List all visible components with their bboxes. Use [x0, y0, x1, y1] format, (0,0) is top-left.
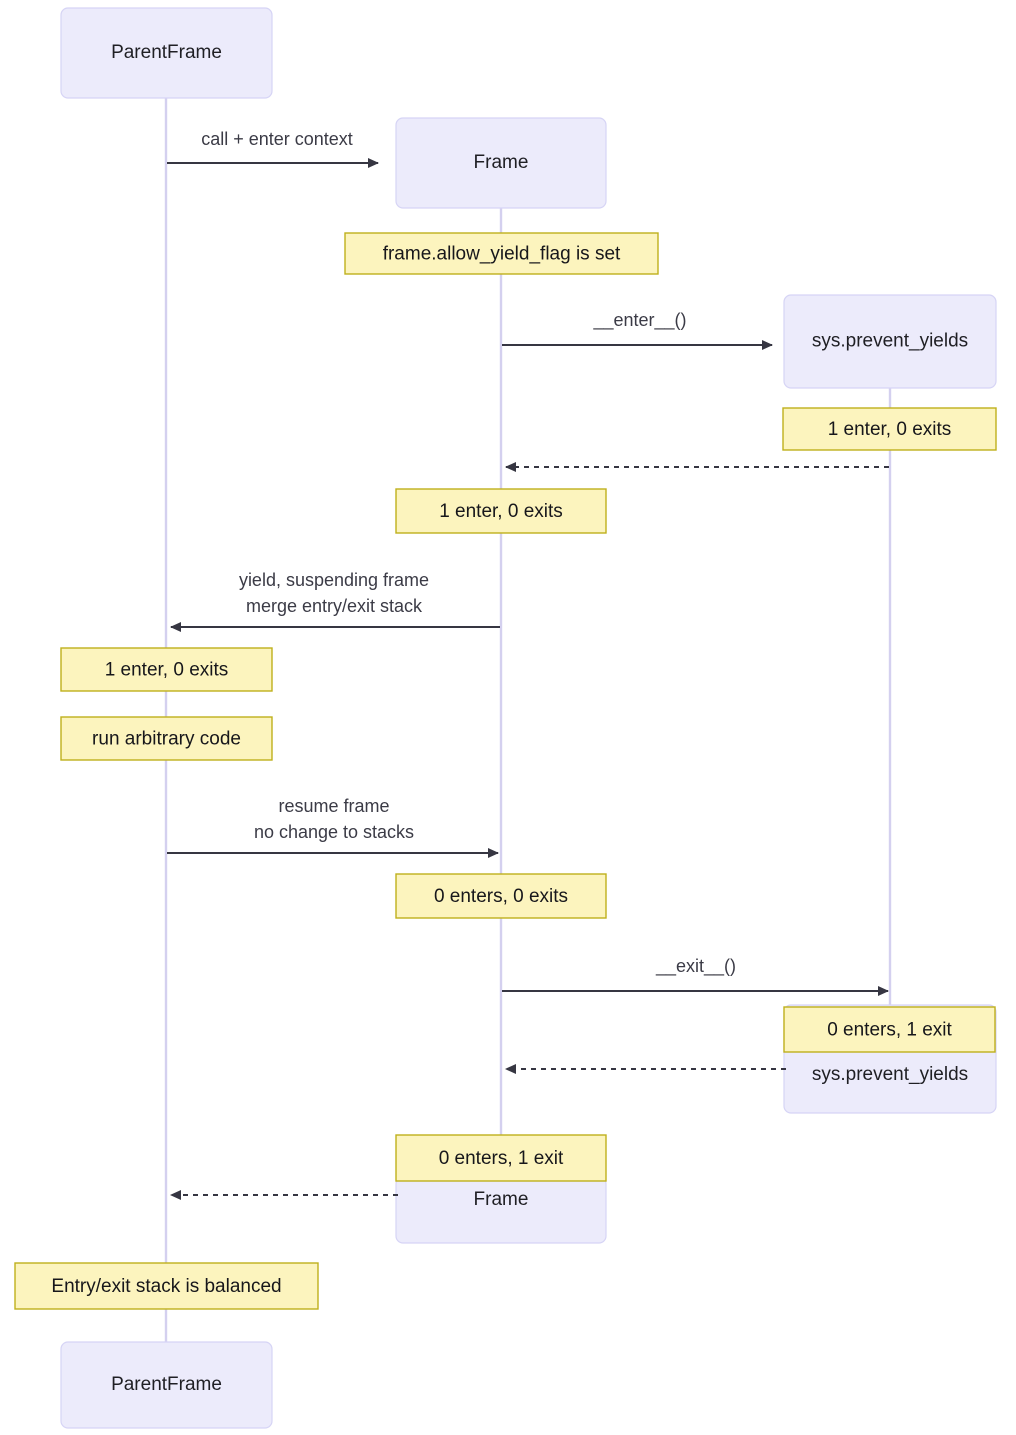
note-n7: 0 enters, 1 exit [783, 1006, 996, 1053]
note-n6: 0 enters, 0 exits [395, 873, 607, 919]
note-box-rect [395, 1134, 607, 1182]
note-n2: 1 enter, 0 exits [782, 407, 997, 451]
note-n5: run arbitrary code [60, 716, 273, 761]
actor-label: sys.prevent_yields [812, 1064, 968, 1085]
message-label: call + enter context [201, 129, 353, 149]
message-m1: call + enter context [167, 129, 379, 168]
note-box-rect [344, 232, 659, 275]
note-n3: 1 enter, 0 exits [395, 488, 607, 534]
note-n4: 1 enter, 0 exits [60, 647, 273, 692]
note-label: 1 enter, 0 exits [828, 419, 952, 440]
actor-box-rect [60, 1341, 273, 1429]
actor-box-parent-bottom[interactable]: ParentFrame [60, 1341, 273, 1429]
message-label: __exit__() [655, 956, 736, 977]
note-label: 0 enters, 0 exits [434, 886, 568, 907]
note-n9: Entry/exit stack is balanced [14, 1262, 319, 1310]
note-label: 0 enters, 1 exit [439, 1148, 564, 1169]
note-label: 1 enter, 0 exits [105, 660, 229, 681]
message-label: __enter__() [592, 310, 686, 331]
actor-label: sys.prevent_yields [812, 331, 968, 352]
note-label: 1 enter, 0 exits [439, 501, 563, 522]
actor-box-prevent-top[interactable]: sys.prevent_yields [783, 294, 997, 389]
actor-box-rect [783, 294, 997, 389]
messages-group: call + enter context __enter__() yield, su… [167, 129, 889, 1200]
message-m2: __enter__() [502, 310, 773, 350]
note-box-rect [782, 407, 997, 451]
note-box-rect [60, 647, 273, 692]
actor-label: ParentFrame [111, 1374, 222, 1395]
note-label: frame.allow_yield_flag is set [383, 244, 621, 265]
note-box-rect [14, 1262, 319, 1310]
actor-box-frame-bottom[interactable]: Frame [395, 1176, 607, 1244]
actor-box-rect [395, 117, 607, 209]
note-box-rect [783, 1006, 996, 1053]
note-label: 0 enters, 1 exit [827, 1020, 952, 1041]
note-box-rect [60, 716, 273, 761]
note-n1: frame.allow_yield_flag is set [344, 232, 659, 275]
note-box-rect [395, 488, 607, 534]
actor-box-frame-top[interactable]: Frame [395, 117, 607, 209]
actor-label: ParentFrame [111, 42, 222, 63]
note-n8: 0 enters, 1 exit [395, 1134, 607, 1182]
notes-group: frame.allow_yield_flag is set 1 enter, 0 … [14, 232, 997, 1310]
actor-box-rect [60, 7, 273, 99]
actor-label: Frame [474, 152, 529, 173]
note-box-rect [395, 873, 607, 919]
actor-box-parent-top[interactable]: ParentFrame [60, 7, 273, 99]
actor-label: Frame [474, 1189, 529, 1210]
note-label: run arbitrary code [92, 729, 241, 750]
note-label: Entry/exit stack is balanced [51, 1276, 281, 1297]
message-m6: __exit__() [502, 956, 889, 996]
